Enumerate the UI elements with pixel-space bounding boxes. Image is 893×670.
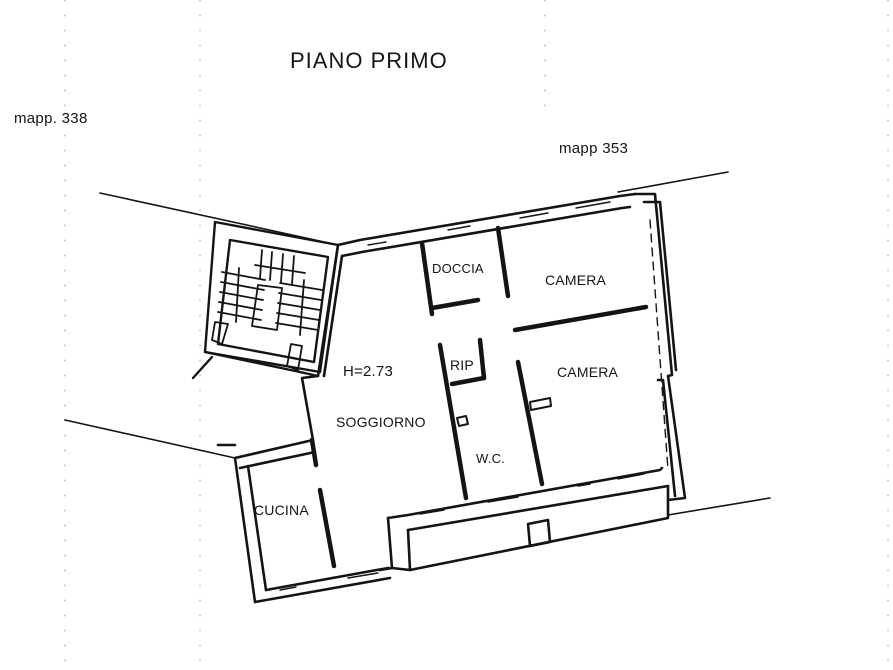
room-label-soggiorno: SOGGIORNO [336, 414, 426, 430]
dotted-gridlines [64, 0, 889, 670]
plan-title: PIANO PRIMO [290, 48, 448, 73]
boundary-lines [64, 171, 771, 516]
interior-walls [309, 225, 649, 569]
parcel-label-right: mapp 353 [559, 140, 629, 157]
stairwell [191, 220, 340, 380]
room-label-cucina: CUCINA [254, 502, 309, 518]
room-label-doccia: DOCCIA [432, 261, 484, 276]
door-stubs [456, 397, 552, 427]
room-label-rip: RIP [450, 357, 474, 373]
room-label-camera-mid: CAMERA [557, 364, 619, 380]
exterior-walls [216, 192, 687, 604]
windows [279, 201, 669, 591]
room-label-camera-top: CAMERA [545, 272, 607, 288]
parcel-label-left: mapp. 338 [14, 110, 88, 127]
ceiling-height-label: H=2.73 [343, 363, 393, 380]
room-label-wc: W.C. [476, 451, 505, 466]
